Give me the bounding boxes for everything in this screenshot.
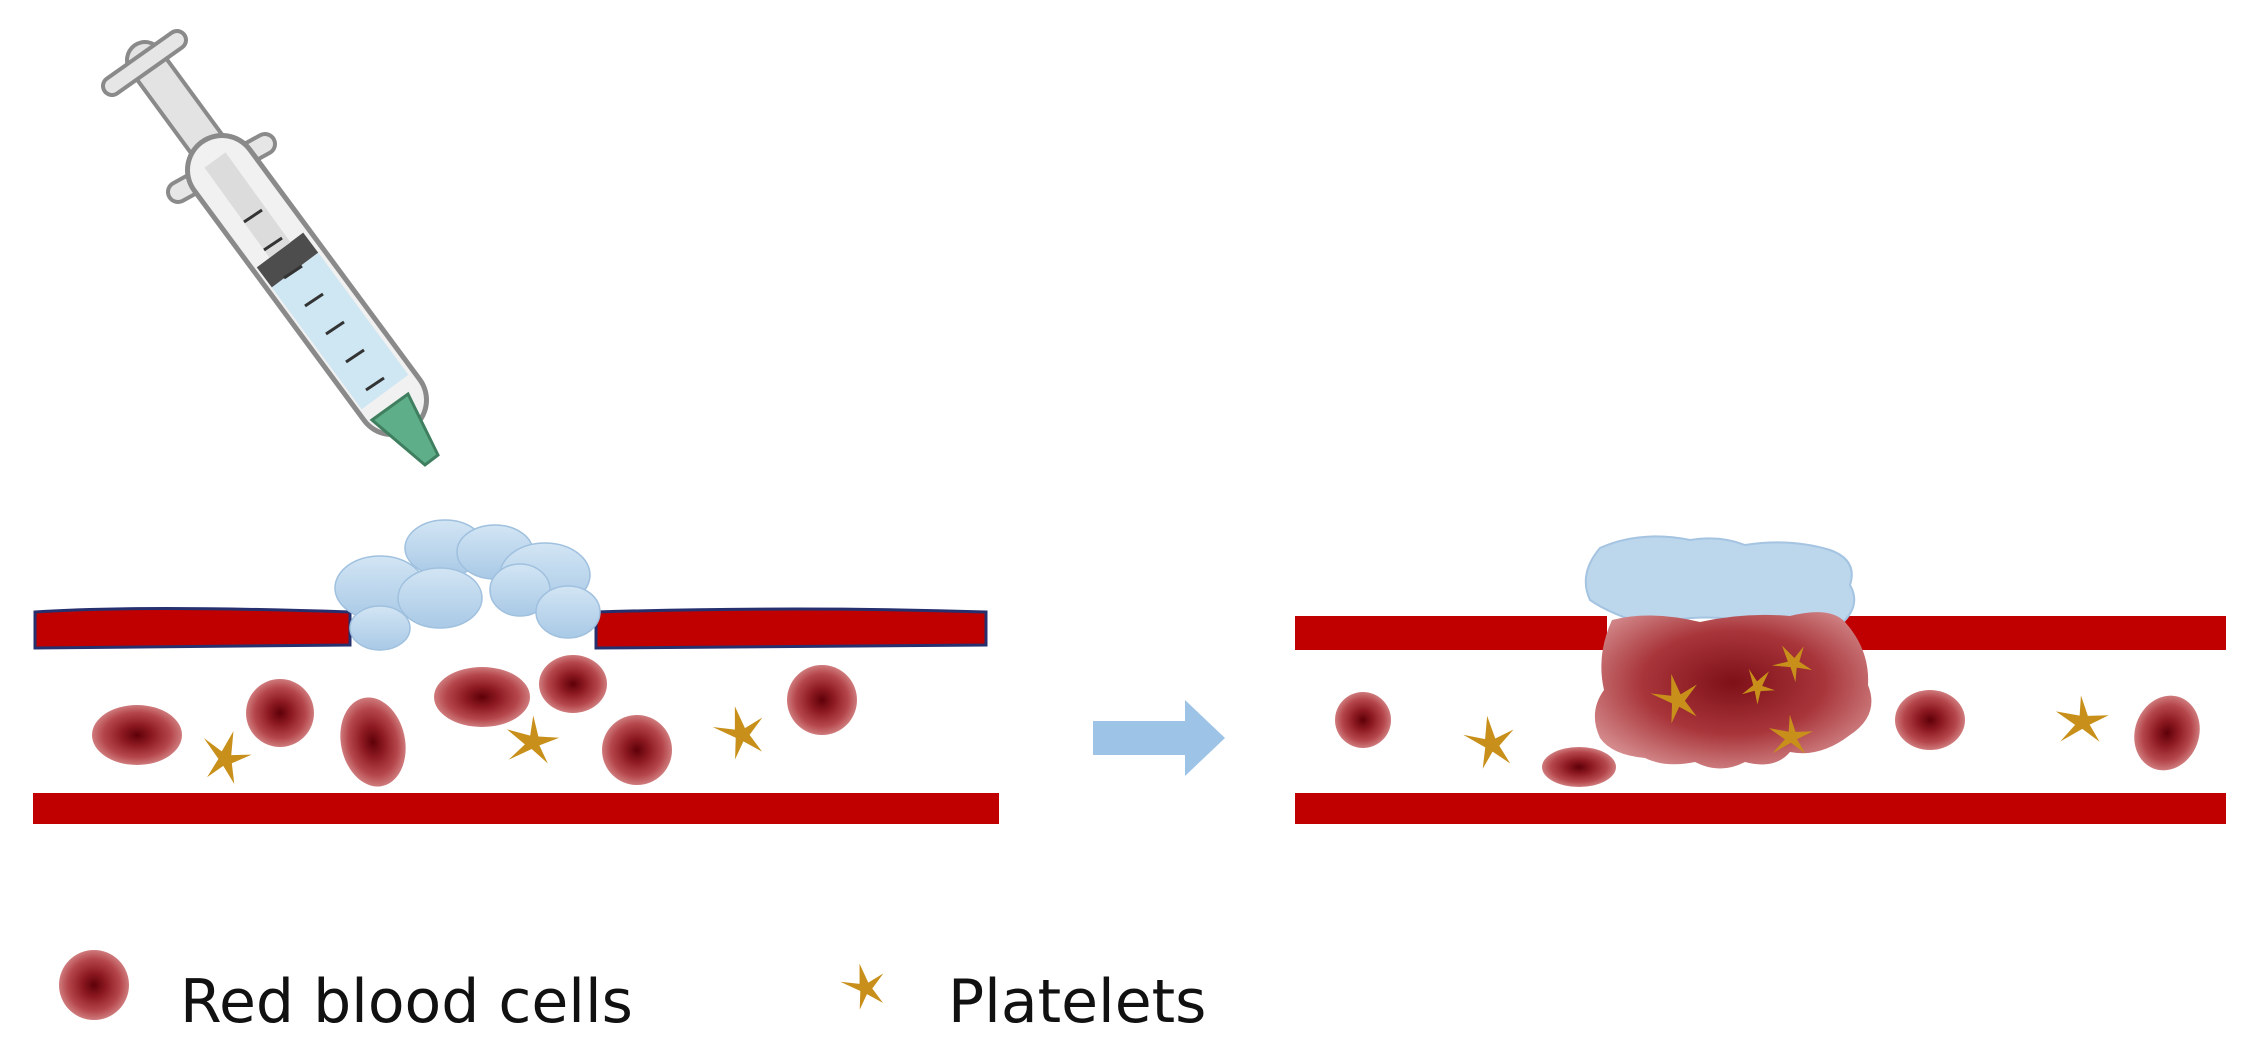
- platelet: [196, 726, 256, 787]
- vessel-wall-top-left: [33, 607, 352, 650]
- syringe-icon: [101, 29, 440, 467]
- platelet-icon: [836, 957, 893, 1015]
- red-blood-cell: [92, 705, 182, 765]
- legend-platelets-label: Platelets: [948, 967, 1207, 1037]
- vessel-wall-bottom: [33, 793, 999, 824]
- red-blood-cell: [787, 665, 857, 735]
- legend-red-blood-cells-label: Red blood cells: [180, 967, 633, 1037]
- red-blood-cell: [340, 697, 406, 787]
- vessel-before: [33, 519, 999, 824]
- vessel-wall-top-left: [1295, 616, 1607, 650]
- red-blood-cells-before: [92, 655, 857, 787]
- right-arrow-icon: [1093, 700, 1225, 776]
- vessel-wall-top-right: [1842, 616, 2226, 650]
- vessel-wall-top-right: [594, 607, 988, 650]
- red-blood-cell: [434, 667, 530, 727]
- hydrogel-plug: [334, 519, 601, 651]
- hydrogel-cap: [1584, 535, 1856, 628]
- red-blood-cells-after: [1335, 690, 2200, 787]
- red-blood-cell: [539, 655, 607, 713]
- red-blood-cell: [1542, 747, 1616, 787]
- syringe-tip: [369, 391, 440, 467]
- legend: [59, 950, 893, 1020]
- platelet: [708, 698, 774, 765]
- platelet: [1460, 710, 1522, 774]
- red-blood-cell: [246, 679, 314, 747]
- platelet: [2048, 690, 2112, 752]
- red-blood-cell: [1335, 692, 1391, 748]
- red-blood-cell-icon: [59, 950, 129, 1020]
- vessel-after: [1295, 535, 2226, 824]
- blood-clot: [1594, 612, 1872, 769]
- red-blood-cell: [602, 715, 672, 785]
- vessel-wall-bottom: [1295, 793, 2226, 824]
- red-blood-cell: [2134, 695, 2200, 771]
- syringe-barrel: [185, 133, 429, 437]
- red-blood-cell: [1895, 690, 1965, 750]
